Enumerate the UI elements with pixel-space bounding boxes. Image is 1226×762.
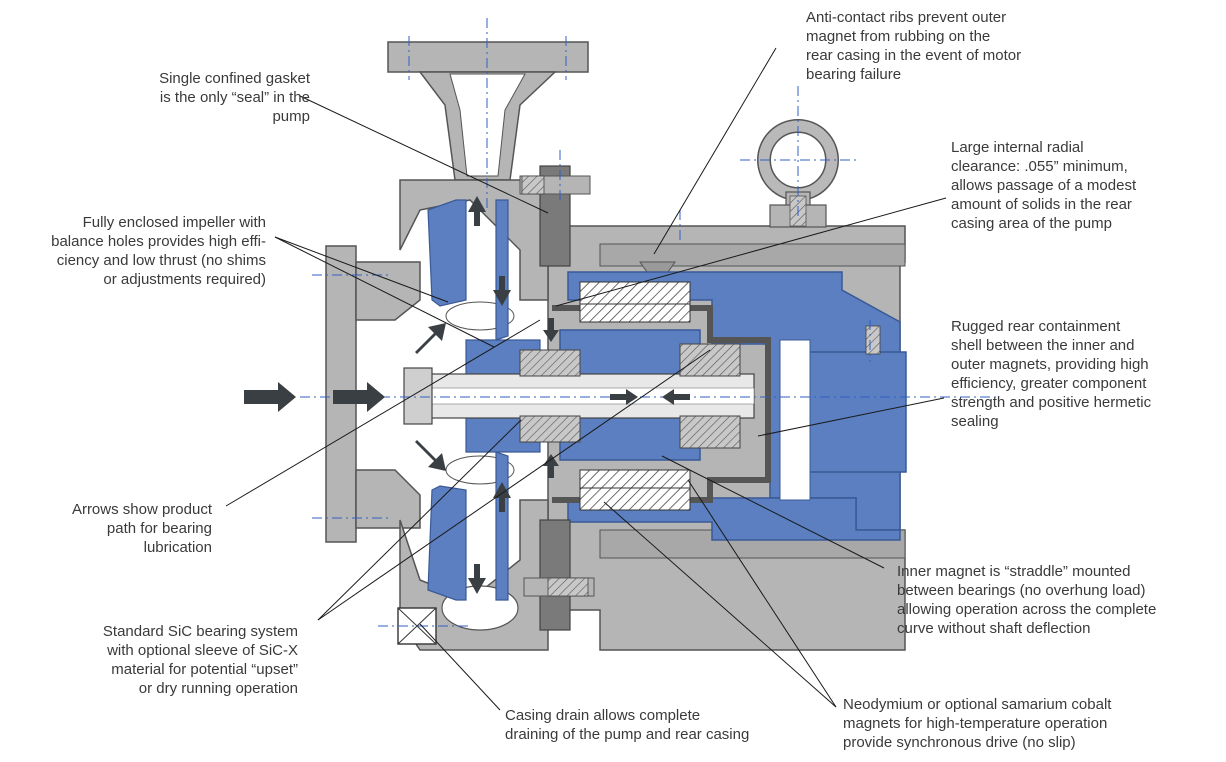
- callout-radial-clearance: Large internal radial clearance: .055” m…: [951, 139, 1137, 232]
- flow-arrow-icon: [468, 196, 486, 226]
- flow-arrow-icon: [610, 389, 638, 405]
- flow-arrow-icon: [493, 276, 511, 306]
- leader-magnets-1: [603, 501, 837, 708]
- flow-arrow-icon: [493, 482, 511, 512]
- callout-impeller: Fully enclosed impeller with balance hol…: [51, 214, 266, 288]
- leader-drain: [419, 623, 501, 711]
- callout-anti-contact-ribs: Anti-contact ribs prevent outer magnet f…: [806, 9, 1022, 83]
- flow-arrow-icon: [244, 382, 296, 412]
- leader-sic-2: [317, 349, 711, 621]
- flow-arrow-icon: [543, 318, 559, 342]
- containment-shell: [552, 305, 771, 503]
- flow-arrow-icon: [415, 323, 446, 354]
- callout-containment-shell: Rugged rear containment shell between th…: [951, 318, 1152, 430]
- flow-arrow-icon: [415, 440, 446, 471]
- leader-impeller-2: [274, 236, 495, 348]
- pump-casing: [325, 41, 589, 651]
- callout-magnets: Neodymium or optional samarium cobalt ma…: [843, 696, 1112, 751]
- callout-casing-drain: Casing drain allows complete draining of…: [505, 707, 750, 743]
- leader-lines: [225, 47, 947, 711]
- flow-arrow-icon: [333, 382, 385, 412]
- leader-straddle: [661, 455, 885, 569]
- callout-sic-bearing: Standard SiC bearing system with optiona…: [102, 623, 298, 697]
- leader-clearance: [555, 197, 947, 307]
- sic-bearings: [519, 343, 741, 449]
- callout-straddle-magnet: Inner magnet is “straddle” mounted betwe…: [897, 563, 1157, 637]
- leader-gasket: [299, 95, 549, 214]
- leader-arrows: [225, 319, 541, 507]
- leader-shell: [757, 397, 945, 437]
- leader-ribs: [653, 47, 777, 255]
- flow-arrows: [244, 196, 690, 594]
- leader-sic-1: [317, 419, 522, 621]
- leader-impeller-1: [274, 236, 449, 303]
- leader-magnets-2: [687, 479, 837, 708]
- flow-arrow-icon: [662, 389, 690, 405]
- callout-product-path: Arrows show product path for bearing lub…: [71, 501, 212, 556]
- flow-arrow-icon: [468, 564, 486, 594]
- outer-magnet-carrier: [567, 271, 907, 541]
- flow-arrow-icon: [543, 454, 559, 478]
- flange-bolts: [521, 175, 881, 597]
- callout-gasket: Single confined gasket is the only “seal…: [159, 70, 310, 125]
